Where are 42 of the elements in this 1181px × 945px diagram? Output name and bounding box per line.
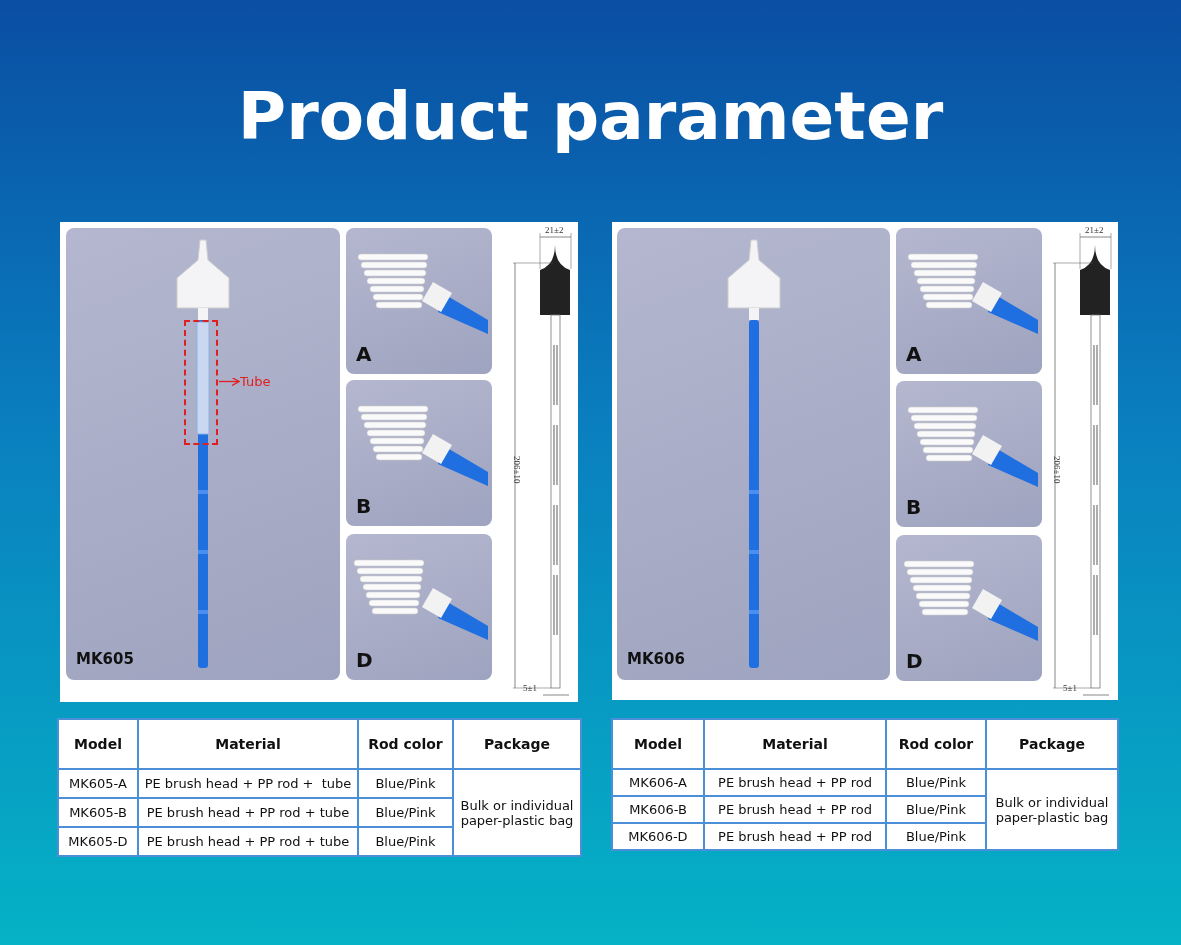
header-cell: Material xyxy=(704,719,886,769)
table-cell: Blue/Pink xyxy=(886,769,986,796)
table-cell: MK606-B xyxy=(612,796,704,823)
table-cell: PE brush head + PP rod xyxy=(704,823,886,850)
table-cell: PE brush head + PP rod xyxy=(704,769,886,796)
header-cell: Package xyxy=(986,719,1118,769)
header-cell: Model xyxy=(58,719,138,769)
variant-letter: B xyxy=(356,494,372,518)
table-cell: MK606-A xyxy=(612,769,704,796)
header-cell: Package xyxy=(453,719,581,769)
model-label: MK605 xyxy=(76,650,134,668)
header-cell: Model xyxy=(612,719,704,769)
table-cell: MK605-D xyxy=(58,827,138,856)
header-cell: Rod color xyxy=(886,719,986,769)
table-cell: Bulk or individual paper-plastic bag xyxy=(453,769,581,856)
dimension-label: 5±1 xyxy=(1063,683,1077,693)
table-cell: PE brush head + PP rod + tube xyxy=(138,798,358,827)
variant-letter: A xyxy=(906,342,922,366)
dashed-highlight-box xyxy=(184,320,218,445)
variant-letter: D xyxy=(906,649,923,673)
variant-letter: D xyxy=(356,648,373,672)
callout-label: Tube xyxy=(240,374,271,389)
leader-arrow xyxy=(218,376,240,387)
page-title: Product parameter xyxy=(236,78,945,155)
table-cell: PE brush head + PP rod + tube xyxy=(138,769,358,798)
variant-letter: A xyxy=(356,342,372,366)
table-cell: Blue/Pink xyxy=(358,769,453,798)
table-cell: Bulk or individual paper-plastic bag xyxy=(986,769,1118,850)
dimension-label: 5±1 xyxy=(523,683,537,693)
table-cell: PE brush head + PP rod xyxy=(704,796,886,823)
table-cell: MK605-A xyxy=(58,769,138,798)
variant-letter: B xyxy=(906,495,922,519)
dimension-label: 206±10 xyxy=(1052,456,1062,484)
table-cell: MK605-B xyxy=(58,798,138,827)
dimension-label: 206±10 xyxy=(512,456,522,484)
model-label: MK606 xyxy=(627,650,685,668)
header-cell: Rod color xyxy=(358,719,453,769)
dimension-label: 21±2 xyxy=(1085,225,1104,235)
header-cell: Material xyxy=(138,719,358,769)
dimension-label: 21±2 xyxy=(545,225,564,235)
table-cell: MK606-D xyxy=(612,823,704,850)
table-cell: PE brush head + PP rod + tube xyxy=(138,827,358,856)
